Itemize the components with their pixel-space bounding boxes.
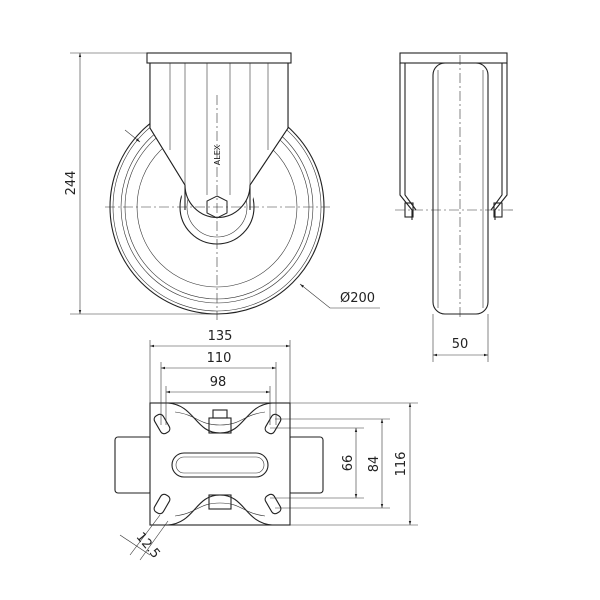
bottom-view: 135 110 98 116 84 66 12.5 bbox=[114, 329, 418, 562]
dim-wheel-width: 50 bbox=[452, 337, 469, 352]
dim-hole-spacing-outer: 110 bbox=[207, 351, 232, 366]
dim-hole-spacing-width-inner: 66 bbox=[341, 455, 356, 472]
dim-hole-spacing-inner: 98 bbox=[210, 375, 227, 390]
dim-wheel-diameter: Ø200 bbox=[340, 291, 375, 306]
dim-plate-length: 135 bbox=[208, 329, 233, 344]
front-view: ALEX 244 Ø200 bbox=[64, 52, 380, 320]
dim-height: 244 bbox=[64, 171, 79, 196]
side-view: 50 bbox=[395, 52, 515, 362]
dim-plate-width: 116 bbox=[394, 452, 409, 477]
dim-hole-spacing-width-outer: 84 bbox=[367, 456, 382, 473]
logo-text: ALEX bbox=[213, 144, 222, 165]
